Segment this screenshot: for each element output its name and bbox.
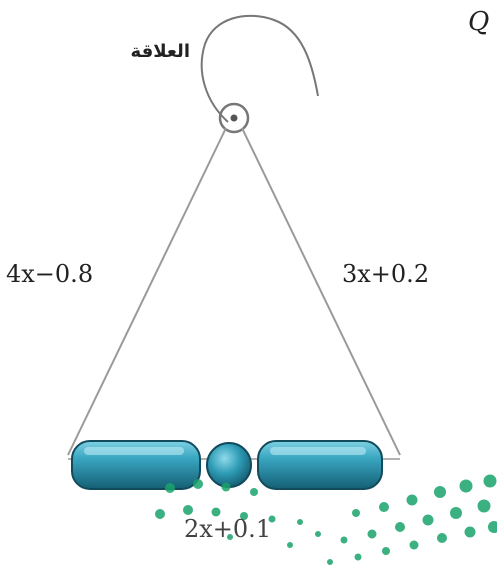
right-side-label: 3x+0.2 — [342, 260, 429, 288]
right-wire — [241, 127, 401, 456]
earring-hook — [200, 14, 319, 123]
hook-label: العلاقة — [131, 41, 190, 62]
left-wire — [67, 127, 227, 456]
hook-ring — [218, 102, 250, 134]
bottom-side-label: 2x+0.1 — [184, 515, 271, 543]
watermark-dots — [155, 474, 497, 565]
center-ball — [206, 442, 252, 488]
left-side-label: 4x−0.8 — [6, 260, 93, 288]
corner-letter: Q — [468, 7, 489, 37]
